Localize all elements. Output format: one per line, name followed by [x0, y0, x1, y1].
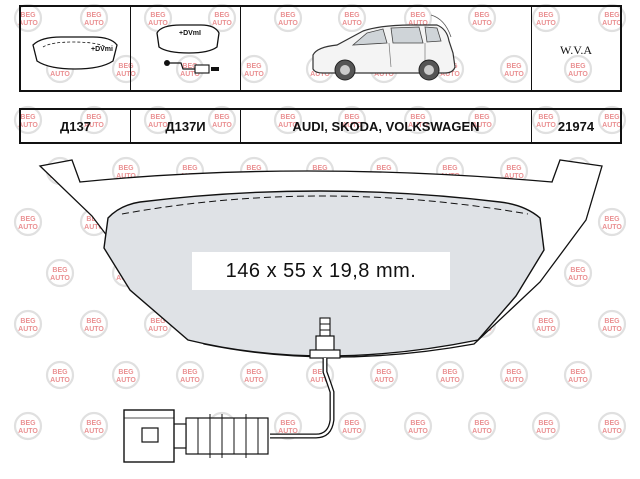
- sensor-bellows: [171, 414, 269, 458]
- car-icon-cell: [241, 7, 532, 90]
- icon-table: +DVmi +DVmI W.V.A: [19, 5, 622, 92]
- sensor-label: +DVmI: [179, 30, 201, 37]
- sensor-plug: [309, 317, 341, 359]
- code-wva: 21974: [557, 118, 595, 134]
- car-hatchback-icon: [312, 14, 456, 81]
- pad-dimensions: 146 x 55 x 19,8 mm.: [192, 252, 450, 290]
- sensor-connector: [123, 409, 175, 463]
- wva-label: W.V.A: [559, 43, 592, 57]
- svg-text:+DVmi: +DVmi: [91, 46, 113, 53]
- code-sensor: Д137И: [131, 110, 241, 142]
- standard-cell: W.V.A: [532, 7, 620, 90]
- sensor-wire: [270, 358, 335, 439]
